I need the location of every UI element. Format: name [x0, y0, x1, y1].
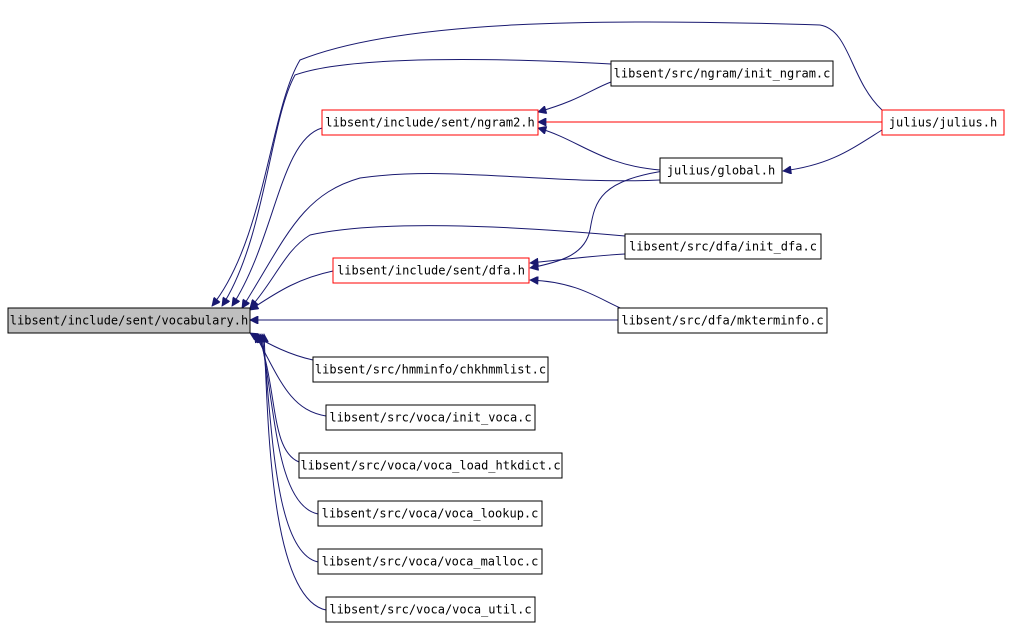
edge-global-h-to-ngram2-h — [538, 128, 661, 171]
node-label: libsent/src/voca/init_voca.c — [329, 411, 531, 425]
edge-global-h-to-vocabulary-h — [242, 173, 661, 308]
node-label: libsent/src/voca/voca_malloc.c — [322, 555, 539, 569]
node-chkhmmlist-c[interactable]: libsent/src/hmminfo/chkhmmlist.c — [312, 356, 549, 383]
edge-init-dfa-c-to-vocabulary-h — [250, 225, 626, 308]
node-vocabulary-h: libsent/include/sent/vocabulary.h — [7, 307, 251, 334]
edge-julius-h-to-global-h — [783, 129, 883, 171]
node-init-ngram-c[interactable]: libsent/src/ngram/init_ngram.c — [610, 60, 834, 87]
node-label: libsent/include/sent/ngram2.h — [325, 116, 535, 130]
node-init-dfa-c[interactable]: libsent/src/dfa/init_dfa.c — [624, 233, 822, 260]
edge-init-ngram-c-to-ngram2-h — [538, 81, 612, 112]
node-label: libsent/include/sent/vocabulary.h — [10, 314, 248, 328]
edge-julius-h-to-vocabulary-h — [212, 21, 883, 306]
edge-ngram2-h-to-vocabulary-h — [232, 127, 323, 306]
node-label: libsent/src/voca/voca_lookup.c — [322, 507, 539, 521]
edges — [212, 21, 883, 611]
node-label: julius/julius.h — [889, 116, 997, 130]
node-julius-h[interactable]: julius/julius.h — [881, 109, 1005, 136]
edge-init-dfa-c-to-dfa-h — [530, 253, 626, 263]
edge-mkterminfo-c-to-dfa-h — [530, 280, 626, 311]
node-global-h[interactable]: julius/global.h — [659, 157, 783, 184]
node-voca-util-c[interactable]: libsent/src/voca/voca_util.c — [325, 596, 536, 623]
nodes: libsent/include/sent/vocabulary.h libsen… — [7, 60, 1005, 623]
edge-dfa-h-to-vocabulary-h — [250, 270, 334, 310]
node-label: libsent/src/dfa/init_dfa.c — [629, 240, 817, 254]
node-voca-load-htkdict-c[interactable]: libsent/src/voca/voca_load_htkdict.c — [298, 452, 563, 479]
node-label: libsent/src/voca/voca_util.c — [329, 603, 531, 617]
node-label: libsent/src/voca/voca_load_htkdict.c — [300, 459, 560, 473]
edge-global-h-to-dfa-h — [530, 169, 671, 268]
node-dfa-h[interactable]: libsent/include/sent/dfa.h — [332, 257, 530, 284]
node-label: libsent/include/sent/dfa.h — [337, 264, 525, 278]
edge-voca-util-c-to-vocabulary-h — [264, 334, 327, 611]
node-voca-malloc-c[interactable]: libsent/src/voca/voca_malloc.c — [317, 548, 543, 575]
node-mkterminfo-c[interactable]: libsent/src/dfa/mkterminfo.c — [617, 307, 828, 334]
node-label: libsent/src/dfa/mkterminfo.c — [621, 314, 823, 328]
node-voca-lookup-c[interactable]: libsent/src/voca/voca_lookup.c — [317, 500, 543, 527]
node-label: julius/global.h — [667, 164, 775, 178]
node-label: libsent/src/hmminfo/chkhmmlist.c — [315, 363, 546, 377]
node-init-voca-c[interactable]: libsent/src/voca/init_voca.c — [325, 404, 536, 431]
node-label: libsent/src/ngram/init_ngram.c — [614, 67, 831, 81]
node-ngram2-h[interactable]: libsent/include/sent/ngram2.h — [321, 109, 539, 136]
edge-init-ngram-c-to-vocabulary-h — [222, 59, 612, 306]
